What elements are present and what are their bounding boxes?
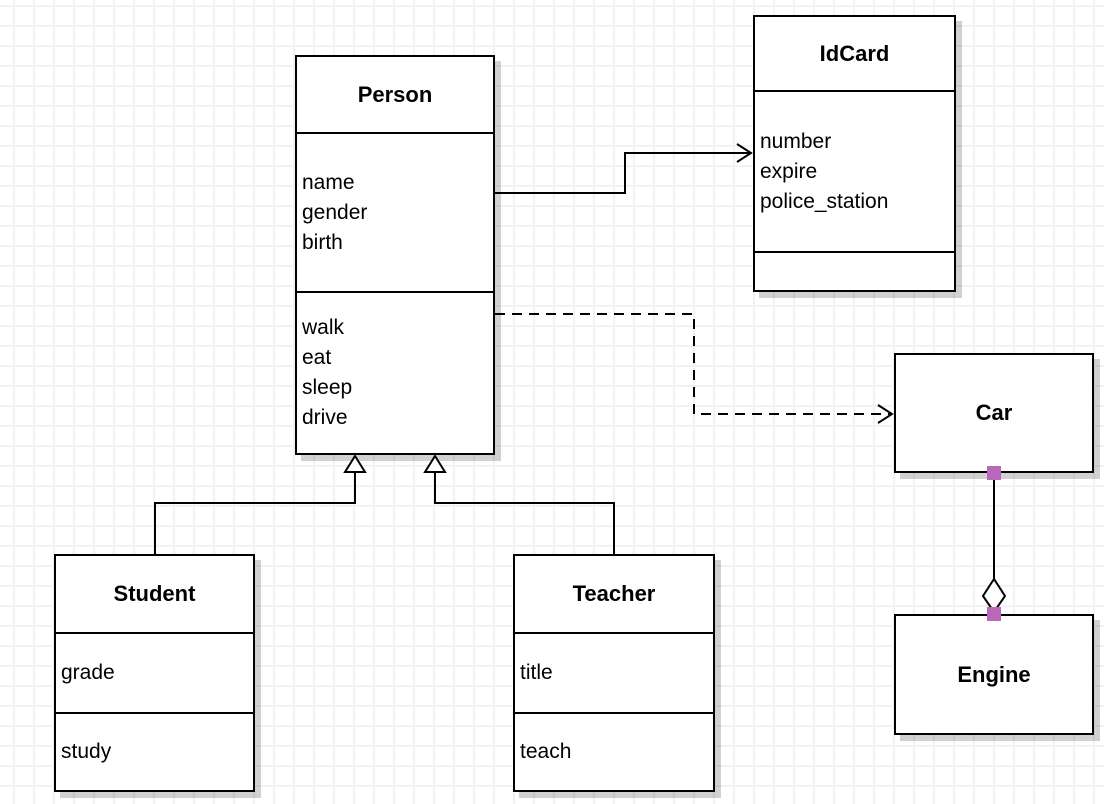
attribute: number xyxy=(760,129,832,153)
method: sleep xyxy=(302,376,353,399)
endpoint-handle[interactable] xyxy=(987,466,1001,480)
class-engine-title: Engine xyxy=(957,661,1031,687)
hollow-triangle-icon xyxy=(423,454,447,473)
association-person-idcard[interactable] xyxy=(495,143,753,194)
method: drive xyxy=(302,406,348,429)
attribute: expire xyxy=(760,159,818,183)
dependency-line[interactable] xyxy=(495,313,890,415)
open-arrowhead-icon xyxy=(736,143,753,163)
class-idcard-title: IdCard xyxy=(755,17,954,92)
method: walk xyxy=(302,316,345,339)
class-car-title: Car xyxy=(975,400,1013,425)
generalization-teacher-person[interactable] xyxy=(423,454,615,554)
class-student-attributes: grade xyxy=(56,634,253,714)
attribute: birth xyxy=(302,230,343,254)
class-engine[interactable]: Engine xyxy=(894,614,1094,735)
class-teacher[interactable]: Teacher title teach xyxy=(513,554,715,792)
class-person-attributes: name gender birth xyxy=(297,134,493,293)
attribute: gender xyxy=(302,200,368,224)
method: eat xyxy=(302,346,332,369)
class-person[interactable]: Person name gender birth walk eat sleep … xyxy=(295,55,495,455)
class-teacher-title: Teacher xyxy=(515,556,713,634)
class-person-title: Person xyxy=(297,57,493,134)
attribute: grade xyxy=(61,661,115,684)
attribute: title xyxy=(520,661,553,684)
method: teach xyxy=(520,740,572,763)
class-person-methods: walk eat sleep drive xyxy=(297,293,493,453)
endpoint-handle[interactable] xyxy=(987,607,1001,621)
open-arrowhead-icon xyxy=(877,404,894,424)
association-line[interactable] xyxy=(495,152,750,194)
generalization-student-person[interactable] xyxy=(154,454,367,554)
class-teacher-methods: teach xyxy=(515,714,713,790)
dependency-person-car[interactable] xyxy=(495,313,894,424)
class-idcard[interactable]: IdCard number expire police_station xyxy=(753,15,956,292)
aggregation-car-engine[interactable] xyxy=(981,466,1007,621)
class-student-methods: study xyxy=(56,714,253,790)
class-car[interactable]: Car xyxy=(894,353,1094,473)
method: study xyxy=(61,740,112,763)
class-teacher-attributes: title xyxy=(515,634,713,714)
class-student[interactable]: Student grade study xyxy=(54,554,255,792)
attribute: police_station xyxy=(760,189,889,213)
hollow-triangle-icon xyxy=(343,454,367,473)
generalization-line[interactable] xyxy=(434,472,615,554)
class-idcard-attributes: number expire police_station xyxy=(755,92,954,253)
class-student-title: Student xyxy=(56,556,253,634)
generalization-line[interactable] xyxy=(154,472,356,554)
attribute: name xyxy=(302,170,355,194)
